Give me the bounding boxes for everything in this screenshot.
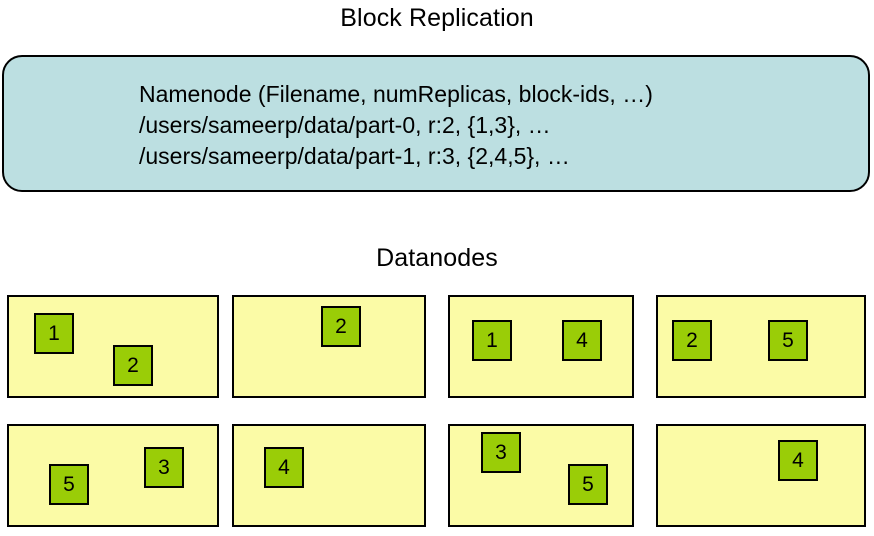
namenode-file-entry-1: /users/sameerp/data/part-1, r:3, {2,4,5}…: [139, 143, 570, 169]
namenode-file-entry-0: /users/sameerp/data/part-0, r:2, {1,3}, …: [139, 112, 551, 138]
block-replica-3: 3: [144, 447, 184, 488]
block-replica-4: 4: [778, 440, 818, 481]
datanodes-section-label: Datanodes: [376, 244, 498, 272]
block-replica-5: 5: [568, 464, 608, 505]
namenode-metadata-text: Namenode (Filename, numReplicas, block-i…: [139, 79, 653, 172]
datanode-5: [7, 424, 219, 527]
block-replica-4: 4: [562, 320, 602, 361]
block-replica-5: 5: [49, 464, 89, 505]
namenode-header-line: Namenode (Filename, numReplicas, block-i…: [139, 81, 653, 107]
datanode-8: [656, 424, 866, 527]
block-replica-4: 4: [264, 447, 304, 488]
block-replica-3: 3: [481, 432, 521, 473]
page-title: Block Replication: [340, 4, 534, 32]
block-replica-5: 5: [768, 320, 808, 361]
block-replica-2: 2: [113, 345, 153, 386]
namenode-panel: Namenode (Filename, numReplicas, block-i…: [2, 55, 870, 192]
datanode-6: [232, 424, 426, 527]
block-replica-1: 1: [472, 320, 512, 361]
block-replica-2: 2: [321, 306, 361, 347]
block-replica-2: 2: [672, 320, 712, 361]
block-replica-1: 1: [34, 313, 74, 354]
